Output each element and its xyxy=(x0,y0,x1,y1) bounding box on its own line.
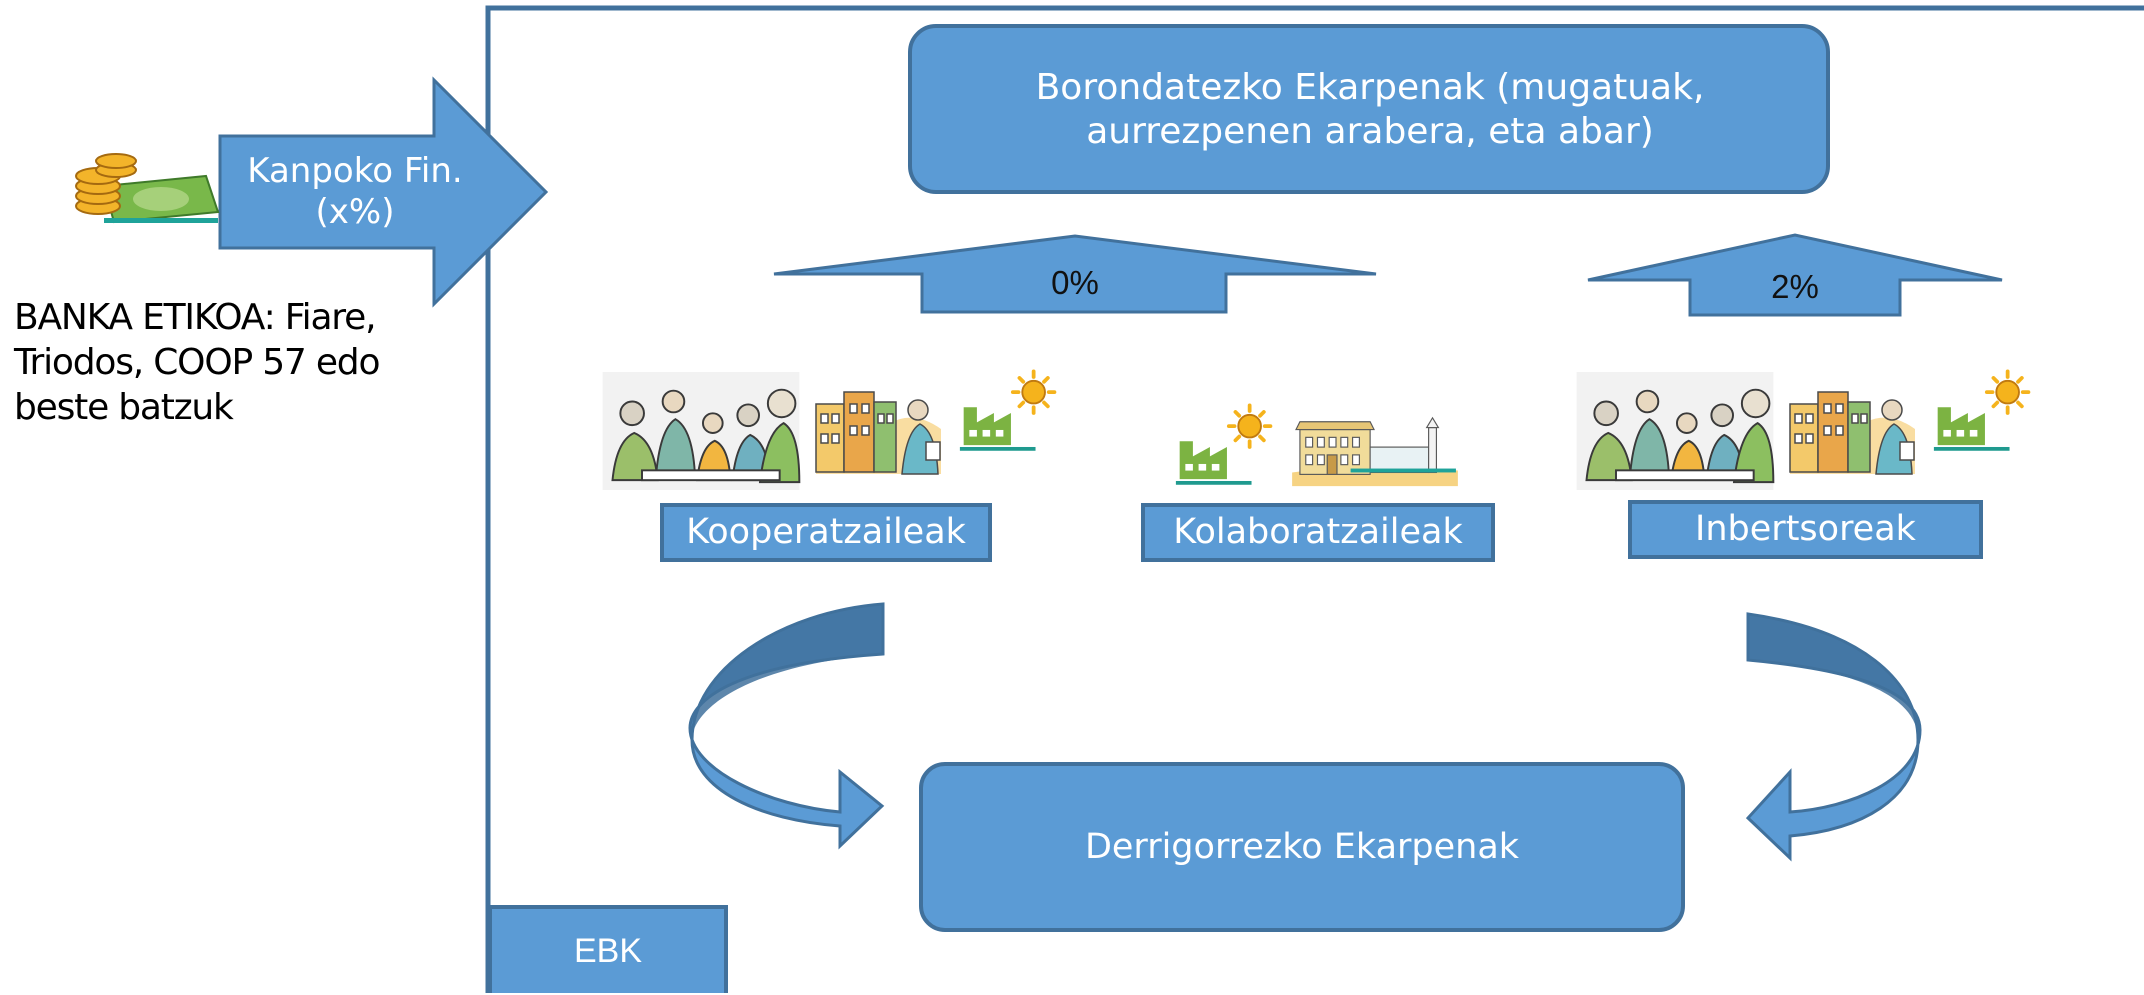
kooperatzaileak-box xyxy=(660,503,992,562)
factory-sun-icon xyxy=(1932,369,2031,453)
mandatory-contributions-label: Derrigorrezko Ekarpenak xyxy=(1084,826,1520,867)
inbertsoreak-box xyxy=(1628,500,1983,559)
voluntary-contributions-label: Borondatezko Ekarpenak (mugatuak, aurrez… xyxy=(1035,67,1705,152)
kolaboratzaileak-label: Kolaboratzaileak xyxy=(1173,512,1463,553)
townhouses-shopper-icon xyxy=(1789,391,1916,475)
mandatory-contributions-box xyxy=(919,762,1685,932)
ebk-label-box xyxy=(488,905,728,993)
town-buildings-icon xyxy=(1292,417,1458,487)
container-frame xyxy=(485,5,2144,993)
up-arrow-right xyxy=(1587,233,2003,317)
ebk-label: EBK xyxy=(573,932,643,971)
kooperatzaileak-label: Kooperatzaileak xyxy=(686,512,966,553)
up-arrow-left xyxy=(773,234,1377,314)
factory-sun-icon xyxy=(958,369,1057,453)
voluntary-contributions-box xyxy=(908,24,1830,194)
people-meeting-icon xyxy=(601,372,801,490)
external-funding-label: Kanpoko Fin. (x%) xyxy=(247,150,463,232)
ethical-banks-text: BANKA ETIKOA: Fiare, Triodos, COOP 57 ed… xyxy=(14,297,380,428)
up-arrow-left-label: 0% xyxy=(1051,264,1099,301)
coins-and-banknote-icon xyxy=(75,153,220,224)
up-arrow-right-label: 2% xyxy=(1771,268,1819,305)
kolaboratzaileak-box xyxy=(1141,503,1495,562)
townhouses-shopper-icon xyxy=(815,391,942,475)
people-meeting-icon xyxy=(1575,372,1775,490)
inbertsoreak-label: Inbertsoreak xyxy=(1695,509,1916,550)
factory-sun-icon xyxy=(1176,405,1271,484)
external-funding-arrow xyxy=(218,76,549,308)
